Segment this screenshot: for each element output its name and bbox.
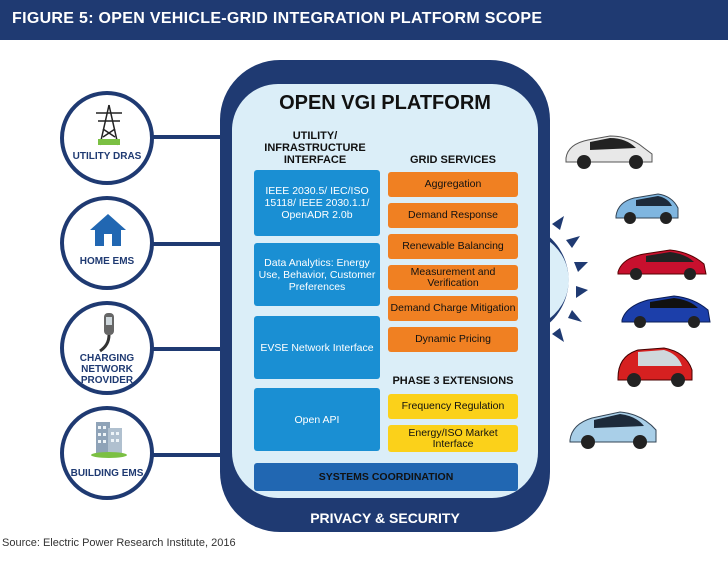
- connector-line: [150, 242, 222, 246]
- car-image: [565, 135, 653, 169]
- node-charging-network: CHARGING NETWORK PROVIDER: [60, 301, 154, 395]
- protocol-standards-box: IEEE 2030.5/ IEC/ISO 15118/ IEEE 2030.1.…: [254, 170, 380, 236]
- evse-network-box: EVSE Network Interface: [254, 316, 380, 379]
- power-tower-icon: [96, 104, 122, 146]
- car-image: [621, 295, 711, 328]
- grid-service-renewable-balancing: Renewable Balancing: [388, 234, 518, 259]
- charger-plug-icon: [99, 313, 114, 353]
- node-label: CHARGING NETWORK PROVIDER: [79, 353, 135, 386]
- node-label: UTILITY DRAS: [72, 151, 142, 162]
- grid-service-dynamic-pricing: Dynamic Pricing: [388, 327, 518, 352]
- house-icon: [90, 214, 126, 246]
- heading-line: INFRASTRUCTURE: [264, 142, 366, 154]
- data-analytics-box: Data Analytics: Energy Use, Behavior, Cu…: [254, 243, 380, 306]
- utility-interface-heading: UTILITY/ INFRASTRUCTURE INTERFACE: [240, 130, 390, 166]
- phase3-market-interface: Energy/ISO Market Interface: [388, 425, 518, 452]
- source-note: Source: Electric Power Research Institut…: [2, 537, 236, 549]
- figure-title: FIGURE 5: OPEN VEHICLE-GRID INTEGRATION …: [12, 10, 543, 27]
- car-image: [569, 411, 657, 449]
- phase3-frequency-regulation: Frequency Regulation: [388, 394, 518, 419]
- heading-line: INTERFACE: [283, 154, 347, 166]
- car-image: [617, 249, 707, 280]
- grid-service-measurement: Measurement and Verification: [388, 265, 518, 290]
- grid-service-demand-charge: Demand Charge Mitigation: [388, 296, 518, 321]
- car-image: [615, 193, 679, 224]
- grid-service-demand-response: Demand Response: [388, 203, 518, 228]
- building-icon: [91, 422, 127, 458]
- systems-coordination-bar: SYSTEMS COORDINATION: [254, 463, 518, 491]
- node-building-ems: BUILDING EMS: [60, 406, 154, 500]
- grid-services-heading: GRID SERVICES: [410, 154, 496, 166]
- node-label: BUILDING EMS: [70, 468, 144, 479]
- node-label: HOME EMS: [79, 256, 135, 267]
- open-api-box: Open API: [254, 388, 380, 451]
- privacy-security-label: PRIVACY & SECURITY: [310, 510, 460, 526]
- figure-header: FIGURE 5: OPEN VEHICLE-GRID INTEGRATION …: [0, 0, 728, 40]
- heading-line: UTILITY/: [292, 130, 338, 142]
- connector-line: [150, 347, 222, 351]
- grid-service-aggregation: Aggregation: [388, 172, 518, 197]
- platform-title: OPEN VGI PLATFORM: [279, 92, 491, 114]
- phase3-heading: PHASE 3 EXTENSIONS: [392, 375, 514, 387]
- node-home-ems: HOME EMS: [60, 196, 154, 290]
- connector-line: [150, 135, 222, 139]
- node-utility-dras: UTILITY DRAS: [60, 91, 154, 185]
- connector-line: [150, 453, 222, 457]
- car-image: [617, 347, 693, 387]
